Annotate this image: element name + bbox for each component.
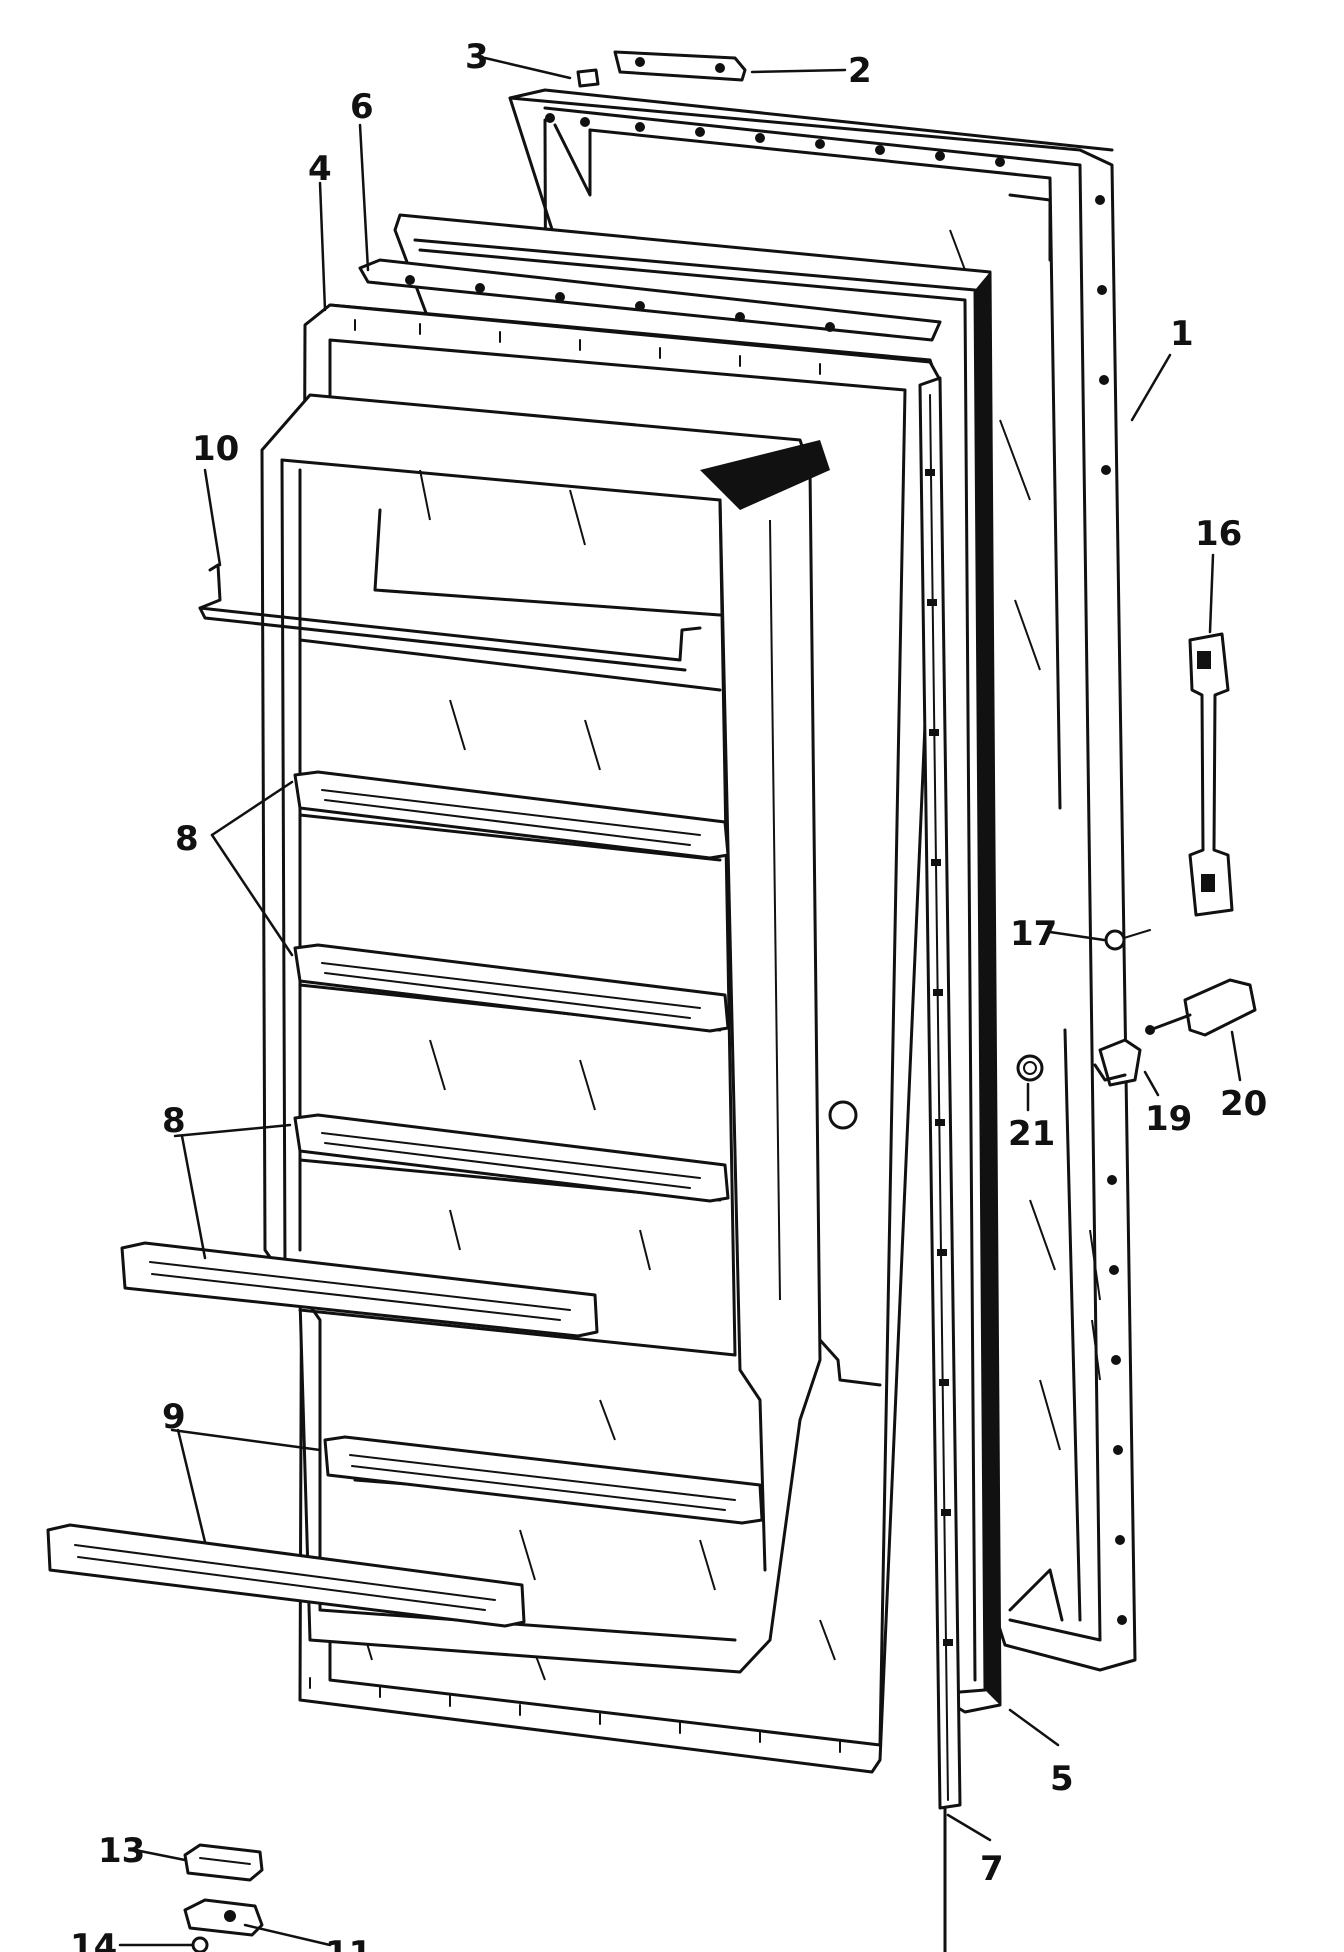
top-hinge-strip [358, 258, 942, 342]
callout-11: 11 [325, 1934, 372, 1952]
door-inner-tray [260, 393, 882, 1674]
callout-8-upper: 8 [175, 819, 199, 859]
breaker-strip [918, 376, 962, 1810]
callout-5: 5 [1050, 1759, 1074, 1799]
top-hinge [613, 50, 747, 82]
callout-4: 4 [308, 149, 332, 189]
door-handle [1188, 632, 1234, 917]
screw-17 [1104, 929, 1151, 951]
callout-21: 21 [1008, 1114, 1055, 1154]
callout-17: 17 [1010, 914, 1057, 954]
lock-assembly [1145, 978, 1257, 1037]
hinge-11 [183, 1898, 264, 1937]
callout-14: 14 [70, 1927, 117, 1952]
wire-rail [198, 563, 702, 672]
callout-16: 16 [1195, 514, 1242, 554]
door-shelf-bars [120, 770, 730, 1338]
callout-1: 1 [1170, 314, 1194, 354]
callout-13: 13 [98, 1831, 145, 1871]
callout-3: 3 [465, 37, 489, 77]
callout-8-lower: 8 [162, 1101, 186, 1141]
callout-10: 10 [192, 429, 239, 469]
hinge-plate-13 [183, 1843, 264, 1882]
callout-6: 6 [350, 87, 374, 127]
strike-19 [1093, 1038, 1142, 1087]
callout-2: 2 [848, 51, 872, 91]
plug-21 [1016, 1054, 1044, 1082]
leader-lines [118, 56, 1242, 1947]
screw-top [576, 68, 600, 88]
callout-labels: 1 2 3 4 5 6 7 8 8 9 10 11 13 14 16 17 19… [70, 37, 1267, 1952]
callout-9: 9 [162, 1397, 186, 1437]
callout-19: 19 [1145, 1099, 1192, 1139]
callout-20: 20 [1220, 1084, 1267, 1124]
screw-14 [191, 1936, 209, 1952]
callout-7: 7 [980, 1849, 1004, 1889]
lower-shelf-bars [46, 1435, 764, 1628]
